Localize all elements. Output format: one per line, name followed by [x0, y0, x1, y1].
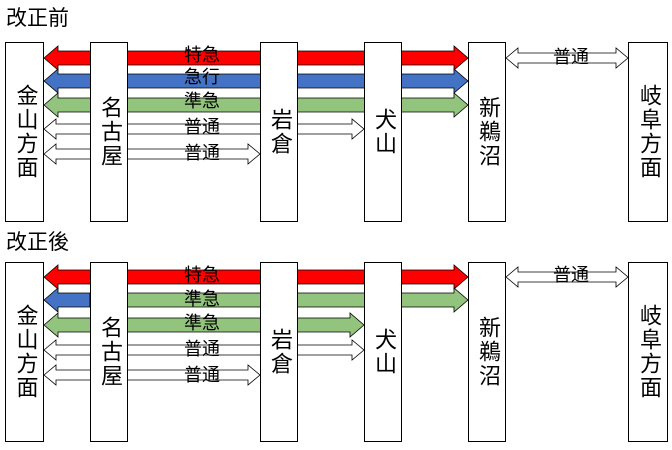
station-label: 岩倉	[267, 328, 292, 376]
section-title-before: 改正前	[6, 6, 69, 30]
station-iwakura-after: 岩倉	[260, 262, 298, 442]
service-label-local: 普通	[184, 365, 220, 386]
station-label: 新鵜沼	[475, 316, 500, 388]
service-label-local: 普通	[184, 339, 220, 360]
station-nagoya-before: 名古屋	[90, 42, 128, 222]
station-nagoya-after: 名古屋	[90, 262, 128, 442]
service-label-local: 普通	[184, 143, 220, 164]
station-label: 名古屋	[97, 96, 122, 168]
service-label-semi-express: 準急	[184, 313, 220, 334]
service-arrow	[43, 287, 91, 313]
station-inuyama-after: 犬山	[364, 262, 402, 442]
station-shin-unuma-before: 新鵜沼	[468, 42, 506, 222]
station-inuyama-before: 犬山	[364, 42, 402, 222]
station-label: 犬山	[371, 108, 396, 156]
station-kanayama-after: 金山方面	[5, 262, 44, 442]
service-label-express: 急行	[184, 67, 220, 88]
station-label: 名古屋	[97, 316, 122, 388]
service-label-semi-express: 準急	[184, 289, 220, 310]
service-arrow	[43, 364, 261, 386]
station-label: 岐阜方面	[636, 84, 661, 180]
service-label-local: 普通	[553, 47, 589, 68]
station-gifu-after: 岐阜方面	[628, 262, 668, 442]
section-title-after: 改正後	[6, 230, 69, 254]
service-label-limited-express: 特急	[184, 265, 220, 286]
station-shin-unuma-after: 新鵜沼	[468, 262, 506, 442]
service-arrow	[43, 143, 261, 165]
station-label: 岩倉	[267, 108, 292, 156]
station-label: 金山方面	[12, 84, 38, 180]
service-label-local: 普通	[553, 265, 589, 286]
station-iwakura-before: 岩倉	[260, 42, 298, 222]
service-label-local: 普通	[184, 117, 220, 138]
station-label: 金山方面	[12, 304, 38, 400]
station-label: 新鵜沼	[475, 96, 500, 168]
service-label-limited-express: 特急	[184, 45, 220, 66]
station-gifu-before: 岐阜方面	[628, 42, 668, 222]
station-label: 岐阜方面	[636, 304, 661, 400]
service-label-semi-express: 準急	[184, 91, 220, 112]
station-label: 犬山	[371, 328, 396, 376]
station-kanayama-before: 金山方面	[5, 42, 44, 222]
